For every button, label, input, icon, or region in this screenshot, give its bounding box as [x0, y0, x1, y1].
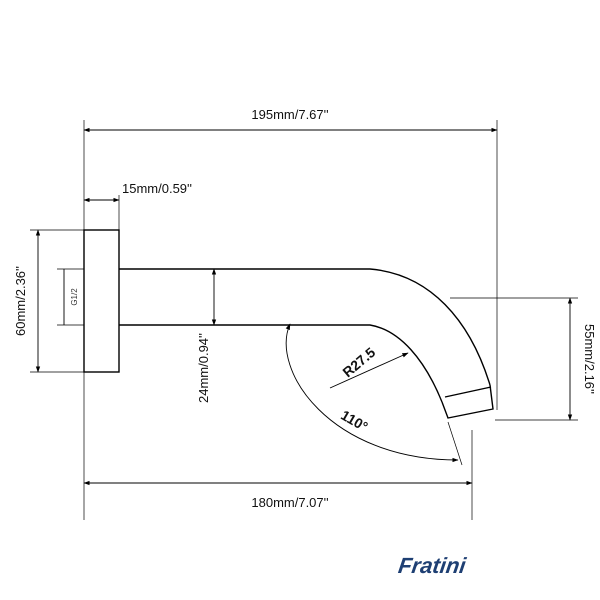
label-flange-height: 60mm/2.36'' [13, 266, 28, 336]
arm-pipe-bottom [119, 324, 443, 403]
brand-logo: Fratini [397, 553, 469, 578]
label-total-length: 195mm/7.67'' [251, 107, 328, 122]
dim-angle-arc [285, 323, 459, 463]
label-pipe-height: 24mm/0.94'' [196, 333, 211, 403]
label-outlet-drop: 55mm/2.16'' [582, 324, 597, 394]
part-outline [83, 229, 494, 419]
dimension-arrows [35, 127, 573, 486]
label-thread: G1/2 [70, 288, 79, 306]
label-projection: 180mm/7.07'' [251, 495, 328, 510]
outlet-inner-line [444, 386, 492, 398]
arm-pipe-top [119, 268, 491, 386]
label-flange-thickness: 15mm/0.59'' [122, 181, 192, 196]
brand-logo-text: Fratini [397, 553, 469, 578]
label-bend-angle: 110° [338, 407, 370, 435]
wall-flange [83, 229, 120, 373]
outlet-nozzle [441, 384, 494, 419]
